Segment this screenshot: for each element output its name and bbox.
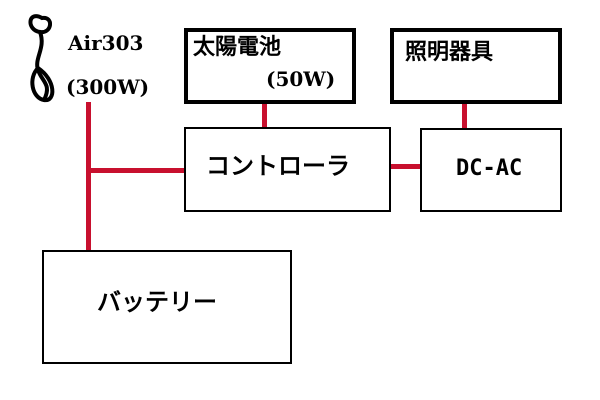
wire-lighting-to-inverter bbox=[462, 104, 467, 128]
inverter-box bbox=[420, 128, 562, 212]
solar-panel-name: 太陽電池 bbox=[193, 35, 282, 60]
lighting-box bbox=[390, 28, 562, 104]
wind-turbine-name: Air303 bbox=[68, 31, 144, 55]
wire-controller-to-inverter bbox=[390, 164, 421, 169]
controller-name: コントローラ bbox=[206, 152, 350, 180]
battery-box bbox=[42, 250, 292, 364]
inverter-name: DC-AC bbox=[456, 156, 523, 181]
battery-name: バッテリー bbox=[97, 288, 217, 316]
controller-box bbox=[184, 127, 391, 212]
wire-turbine-vertical bbox=[86, 102, 91, 250]
solar-panel-box bbox=[184, 28, 356, 104]
wind-turbine-power: (300W) bbox=[66, 75, 150, 99]
wire-turbine-to-controller bbox=[86, 168, 184, 173]
wire-solar-to-controller bbox=[262, 104, 267, 127]
solar-panel-power: (50W) bbox=[266, 67, 336, 91]
wind-turbine-icon bbox=[28, 14, 55, 102]
lighting-name: 照明器具 bbox=[405, 40, 494, 65]
